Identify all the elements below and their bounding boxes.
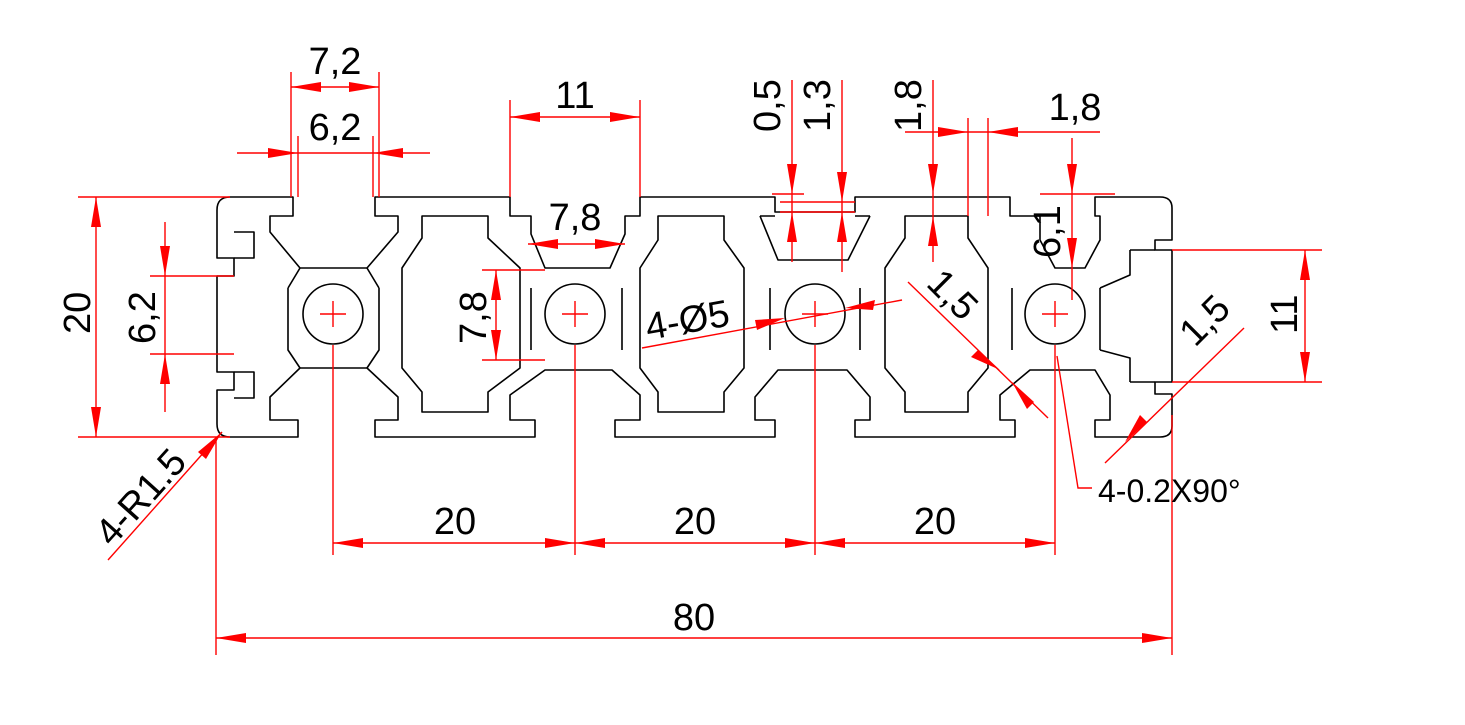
label-pitch-2: 20 (674, 501, 716, 543)
label-web-b: 1,5 (1172, 287, 1239, 354)
cavity-3 (884, 215, 989, 413)
bore-4 (1024, 283, 1086, 345)
label-bore: 4-Ø5 (642, 293, 732, 349)
label-side-slot: 6,2 (122, 291, 164, 344)
center-marks (320, 301, 1068, 327)
dimension-labels: 7,2 6,2 11 7,8 4-Ø5 6,1 20 6,2 7,8 0,5 1… (57, 41, 1306, 639)
bore-1 (302, 283, 364, 345)
core-3-groove (759, 215, 871, 261)
label-radius: 4-R1.5 (87, 441, 195, 554)
label-core-width: 7,8 (549, 197, 602, 239)
right-slot-detail (1099, 249, 1155, 383)
label-total-width: 80 (673, 597, 715, 639)
label-wall-left: 1,8 (888, 79, 930, 132)
label-pitch-1: 20 (434, 501, 476, 543)
label-slot-depth: 6,1 (1027, 205, 1069, 258)
bore-2 (544, 283, 606, 345)
total-width-extensions (215, 415, 1173, 655)
web-leader-b (1104, 327, 1245, 464)
core-2 (530, 288, 623, 350)
label-pitch-3: 20 (914, 501, 956, 543)
label-slot-outer-width: 7,2 (309, 41, 362, 83)
left-slot-detail (234, 231, 255, 399)
cavity-2 (639, 215, 745, 413)
label-chamfer: 4-0.2X90° (1098, 473, 1241, 509)
label-right-slot: 11 (1264, 295, 1306, 334)
label-slot-pitch-top: 11 (555, 75, 594, 117)
chamfer-leader (1056, 355, 1092, 489)
label-groove-b: 1,3 (797, 79, 839, 132)
bore-3 (784, 283, 846, 345)
dimension-lines (78, 72, 1322, 655)
label-slot-inner-width: 6,2 (309, 107, 362, 149)
left-core (287, 267, 380, 369)
label-height: 20 (57, 292, 99, 334)
arrowheads (91, 82, 1310, 643)
label-core-height: 7,8 (453, 291, 495, 344)
label-wall-right: 1,8 (1049, 87, 1102, 129)
profile-outline (216, 196, 1173, 438)
label-groove-a: 0,5 (747, 79, 789, 132)
top-slot-dims (237, 72, 430, 197)
height-dim (78, 196, 230, 438)
label-web-a: 1,5 (919, 262, 986, 329)
pitch-extension-lines (332, 345, 1056, 555)
cavity-1 (401, 215, 521, 413)
core-4 (1011, 288, 1101, 350)
